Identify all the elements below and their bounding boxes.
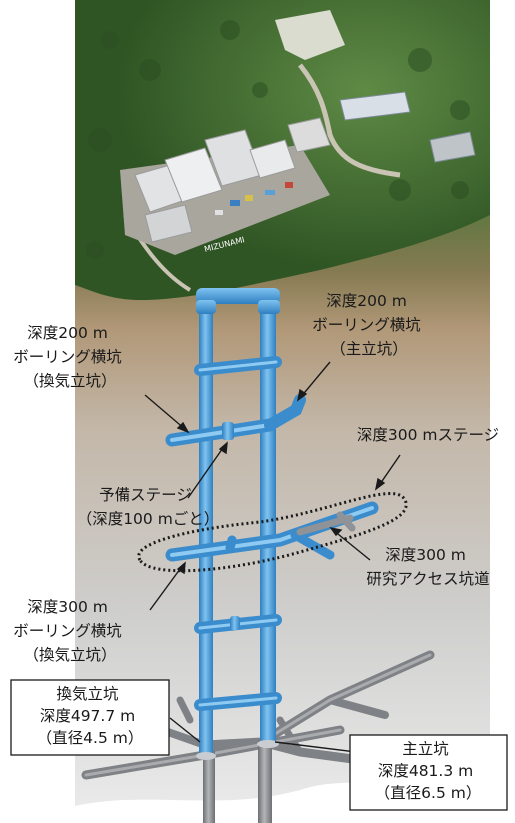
yard-equipment: [215, 182, 293, 215]
label-line: 深度300 mステージ: [357, 426, 499, 444]
label-line: （換気立坑）: [23, 646, 116, 664]
level-500m: [194, 692, 282, 711]
label-line: 深度497.7 m: [40, 707, 135, 725]
label-stage-300: 深度300 mステージ: [357, 426, 499, 444]
label-line: （直径6.5 m）: [375, 784, 482, 802]
label-line: （主立坑）: [330, 340, 408, 358]
label-line: 深度481.3 m: [378, 762, 473, 780]
label-line: 主立坑: [402, 740, 449, 758]
level-400m: [194, 614, 282, 634]
access-road: [298, 63, 401, 178]
vent-shaft-lower: [203, 750, 215, 823]
label-boring-200-main: 深度200 m ボーリング横坑 （主立坑）: [312, 292, 425, 358]
surface-connection: [196, 288, 280, 304]
label-line: ボーリング横坑: [13, 622, 122, 640]
label-boring-300-vent: 深度300 m ボーリング横坑 （換気立坑）: [13, 598, 126, 664]
label-line: 深度200 m: [326, 292, 407, 310]
label-line: 換気立坑: [57, 685, 119, 703]
level-100m: [194, 356, 282, 376]
level-300m: [165, 501, 379, 562]
label-line: 深度300 m: [385, 546, 466, 564]
main-shaft-callout: 主立坑 深度481.3 m （直径6.5 m）: [349, 734, 508, 811]
label-line: ボーリング横坑: [312, 316, 421, 334]
label-line: 深度300 m: [27, 598, 108, 616]
facility-buildings: [134, 91, 476, 243]
vent-shaft: [199, 296, 213, 756]
quarry-area: [275, 10, 345, 60]
background-photo: MIZUNAMI: [75, 0, 490, 806]
label-line: （深度100 mごと）: [77, 510, 220, 528]
label-boring-200-vent: 深度200 m ボーリング横坑 （換気立坑）: [13, 324, 126, 390]
main-shaft-lower: [258, 740, 272, 823]
label-line: （直径4.5 m）: [37, 729, 144, 747]
label-line: 予備ステージ: [99, 486, 192, 504]
label-line: 研究アクセス坑道: [366, 570, 489, 588]
label-line: 深度200 m: [27, 324, 108, 342]
label-spare-stage: 予備ステージ （深度100 mごと）: [77, 486, 220, 528]
svg-text:主立坑 深度481.3 m （直径6: 主立坑 深度481.3 m （直径6.5 m）: [375, 740, 482, 802]
level-200m: [165, 394, 306, 447]
label-line: （換気立坑）: [23, 372, 116, 390]
vent-shaft-callout: 換気立坑 深度497.7 m （直径4.5 m）: [10, 679, 170, 756]
shaft-model: [81, 288, 435, 823]
stage-300m-outline: [137, 492, 408, 573]
label-research-300: 深度300 m 研究アクセス坑道: [366, 546, 489, 588]
label-line: ボーリング横坑: [13, 348, 122, 366]
svg-text:換気立坑 深度497.7 m （直径: 換気立坑 深度497.7 m （直径4.5 m）: [37, 685, 144, 747]
